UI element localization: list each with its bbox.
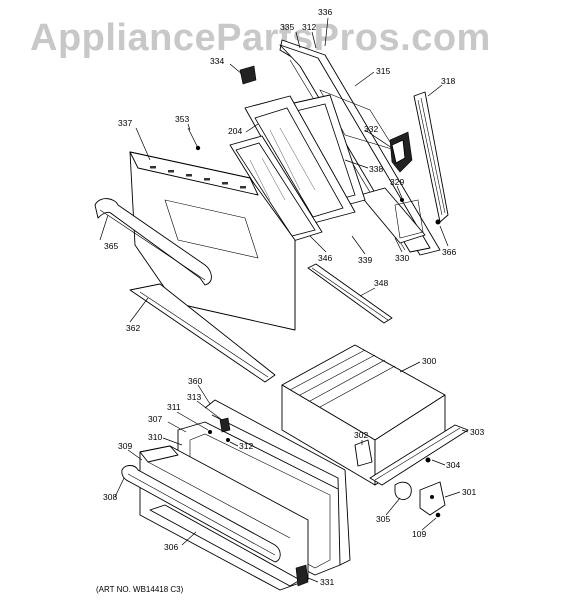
label-306: 306 [164, 542, 178, 552]
part-clip-331 [295, 564, 309, 587]
part-drawer-slide [369, 424, 469, 486]
label-307: 307 [148, 414, 162, 424]
part-bottom-trim [129, 283, 276, 383]
label-335: 335 [280, 22, 294, 32]
label-315: 315 [376, 66, 390, 76]
part-top-bracket [239, 65, 257, 85]
part-screw-366 [435, 219, 441, 225]
label-331: 331 [320, 577, 334, 587]
label-346: 346 [318, 253, 332, 263]
part-door-plate [359, 187, 426, 244]
label-360: 360 [188, 376, 202, 386]
part-hinge-bracket [389, 131, 413, 173]
label-365: 365 [104, 241, 118, 251]
label-309: 309 [118, 441, 132, 451]
label-303: 303 [470, 427, 484, 437]
part-screw-329 [400, 198, 404, 202]
part-screw-353 [187, 127, 201, 151]
label-330: 330 [395, 253, 409, 263]
label-318: 318 [441, 76, 455, 86]
art-number: (ART NO. WB14418 C3) [96, 585, 184, 594]
label-305: 305 [376, 514, 390, 524]
part-rail-348 [307, 263, 393, 324]
label-109: 109 [412, 529, 426, 539]
part-door-handle [94, 198, 212, 286]
label-301: 301 [462, 487, 476, 497]
part-screw-109 [435, 512, 441, 518]
part-clip-313 [219, 417, 231, 433]
part-302-bracket [354, 439, 373, 467]
leader-lines [99, 17, 469, 583]
part-screw-311 [208, 430, 212, 434]
label-332: 332 [364, 124, 378, 134]
label-308: 308 [103, 492, 117, 502]
part-door-gasket [413, 91, 449, 223]
label-312a: 312 [302, 22, 316, 32]
label-300: 300 [422, 356, 436, 366]
label-337: 337 [118, 118, 132, 128]
label-366: 366 [442, 247, 456, 257]
label-329: 329 [390, 177, 404, 187]
part-drawer-roller [394, 481, 412, 500]
label-353: 353 [175, 114, 189, 124]
part-drawer-bracket [419, 481, 446, 516]
part-drawer-handle [121, 465, 281, 563]
label-338: 338 [369, 164, 383, 174]
label-313: 313 [187, 392, 201, 402]
label-304: 304 [446, 460, 460, 470]
part-drawer-tray [281, 344, 446, 486]
label-311: 311 [167, 402, 181, 412]
part-drawer-gasket [204, 399, 351, 566]
label-348: 348 [374, 278, 388, 288]
label-302: 302 [354, 430, 368, 440]
part-screw-312 [226, 438, 230, 442]
watermark: AppliancePartsPros.com [30, 17, 491, 59]
label-204: 204 [228, 126, 242, 136]
label-334: 334 [210, 56, 224, 66]
part-outer-door-panel [129, 151, 296, 331]
label-339: 339 [358, 255, 372, 265]
part-window-frame [244, 95, 356, 225]
label-312b: 312 [239, 441, 253, 451]
label-362: 362 [126, 323, 140, 333]
callout-labels: 336 312 335 315 318 334 353 204 337 332 … [103, 7, 484, 587]
part-screw-304 [425, 457, 431, 463]
label-310: 310 [148, 432, 162, 442]
label-336: 336 [318, 7, 332, 17]
